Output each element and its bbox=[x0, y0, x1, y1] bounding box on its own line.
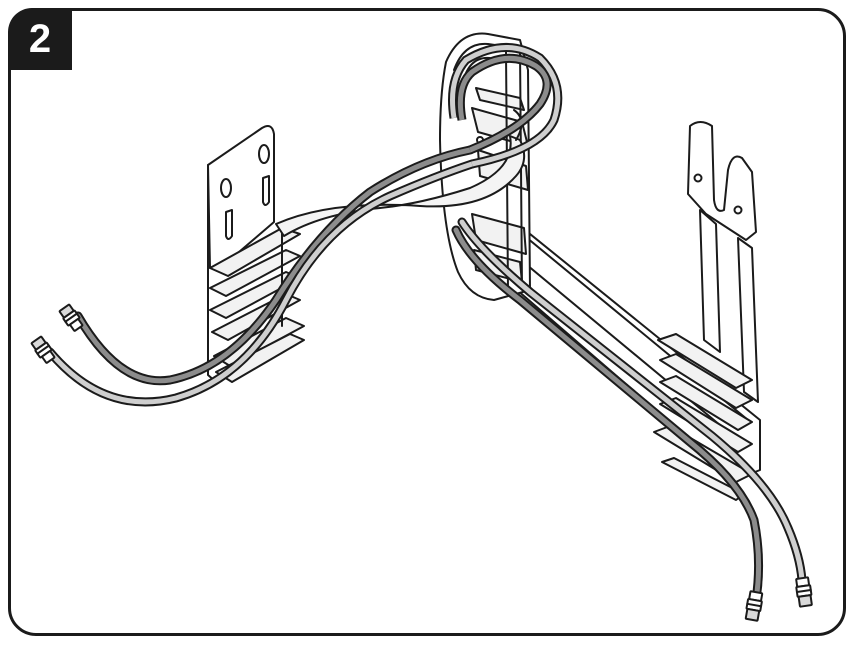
left-light-connector bbox=[30, 335, 56, 364]
right-dark-connector bbox=[744, 590, 764, 622]
left-bracket bbox=[207, 125, 305, 383]
step-number-badge: 2 bbox=[8, 8, 72, 70]
right-light-connector bbox=[795, 576, 813, 608]
left-dark-connector bbox=[58, 303, 84, 332]
cable-bundle bbox=[45, 43, 807, 605]
